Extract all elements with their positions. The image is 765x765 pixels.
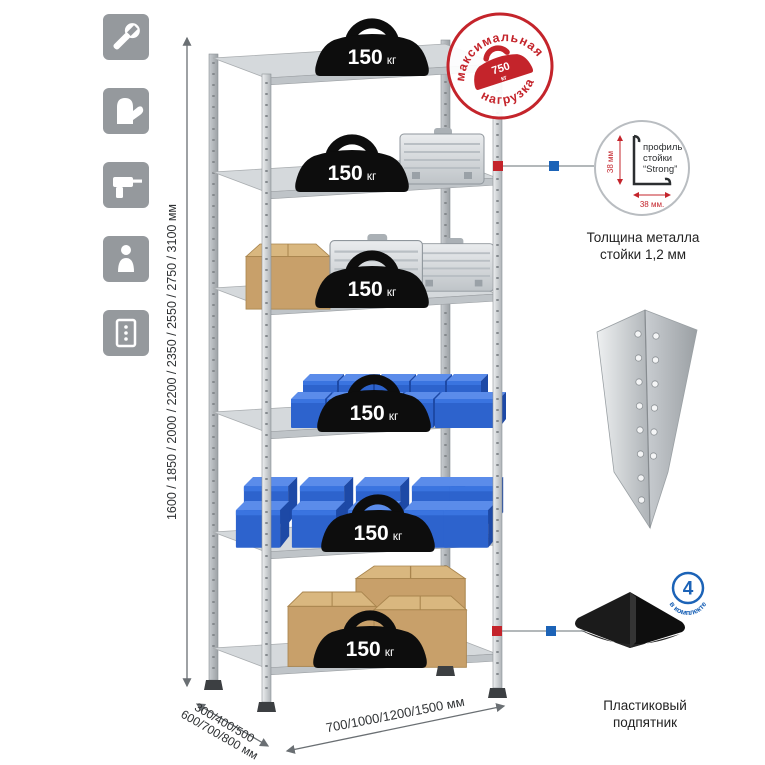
blue-marker-square bbox=[549, 161, 559, 171]
stamp-unit: кг bbox=[500, 74, 508, 83]
gloves-icon bbox=[103, 88, 149, 134]
stamp-kettlebell-icon: 750 кг bbox=[474, 45, 534, 90]
rack-post-back-left bbox=[208, 53, 219, 681]
profile-dim-horizontal: 38 мм. bbox=[640, 200, 664, 209]
post-profile-drawing bbox=[632, 134, 672, 186]
rack-post-front-left bbox=[261, 73, 272, 703]
profile-text-3: “Strong” bbox=[643, 164, 677, 175]
foot-caption-2: подпятник bbox=[613, 715, 677, 730]
plastic-foot-image bbox=[575, 592, 685, 648]
stamp-value: 750 bbox=[490, 60, 511, 77]
corner-post-image bbox=[596, 309, 698, 530]
profile-caption-2: стойки 1,2 мм bbox=[600, 247, 686, 262]
rack-post-front-right bbox=[492, 59, 503, 689]
person-icon bbox=[103, 236, 149, 282]
profile-text-2: стойки bbox=[643, 153, 672, 164]
depth-dimension: 300/400/500 600/700/800 мм bbox=[179, 696, 270, 763]
wrench-icon bbox=[103, 14, 149, 60]
depth-dimension-label: 300/400/500 600/700/800 мм bbox=[179, 696, 267, 763]
foot-badge-value: 4 bbox=[683, 579, 694, 600]
profile-caption-1: Толщина металла bbox=[587, 230, 700, 245]
drill-icon bbox=[103, 162, 149, 208]
red-marker-square bbox=[493, 161, 503, 171]
aluminum-case bbox=[399, 127, 485, 185]
profile-callout: 38 мм 38 мм. профиль стойки “Strong” bbox=[594, 120, 690, 216]
svg-text:в комплекте: в комплекте bbox=[668, 600, 709, 617]
foot-badge-arc: в комплекте bbox=[668, 600, 709, 617]
height-dimension: 1600 / 1850 / 2000 / 2200 / 2350 / 2550 … bbox=[165, 36, 192, 688]
foot-count-badge: 4 в комплекте bbox=[668, 571, 709, 617]
profile-callout-connector bbox=[493, 161, 594, 171]
blue-marker-square bbox=[546, 626, 556, 636]
feature-icons bbox=[103, 14, 149, 356]
max-load-stamp: максимальная нагрузка 750 кг bbox=[442, 12, 554, 120]
width-dimension: 700/1000/1200/1500 мм bbox=[285, 694, 506, 754]
profile-text-1: профиль bbox=[643, 142, 682, 153]
profile-dim-vertical: 38 мм bbox=[606, 151, 615, 173]
foot-callout-connector bbox=[492, 626, 586, 636]
foot-caption-1: Пластиковый bbox=[603, 698, 687, 713]
rack-post-icon bbox=[103, 310, 149, 356]
aluminum-case bbox=[413, 237, 495, 293]
red-marker-square bbox=[492, 626, 502, 636]
height-dimension-label: 1600 / 1850 / 2000 / 2200 / 2350 / 2550 … bbox=[165, 204, 179, 520]
